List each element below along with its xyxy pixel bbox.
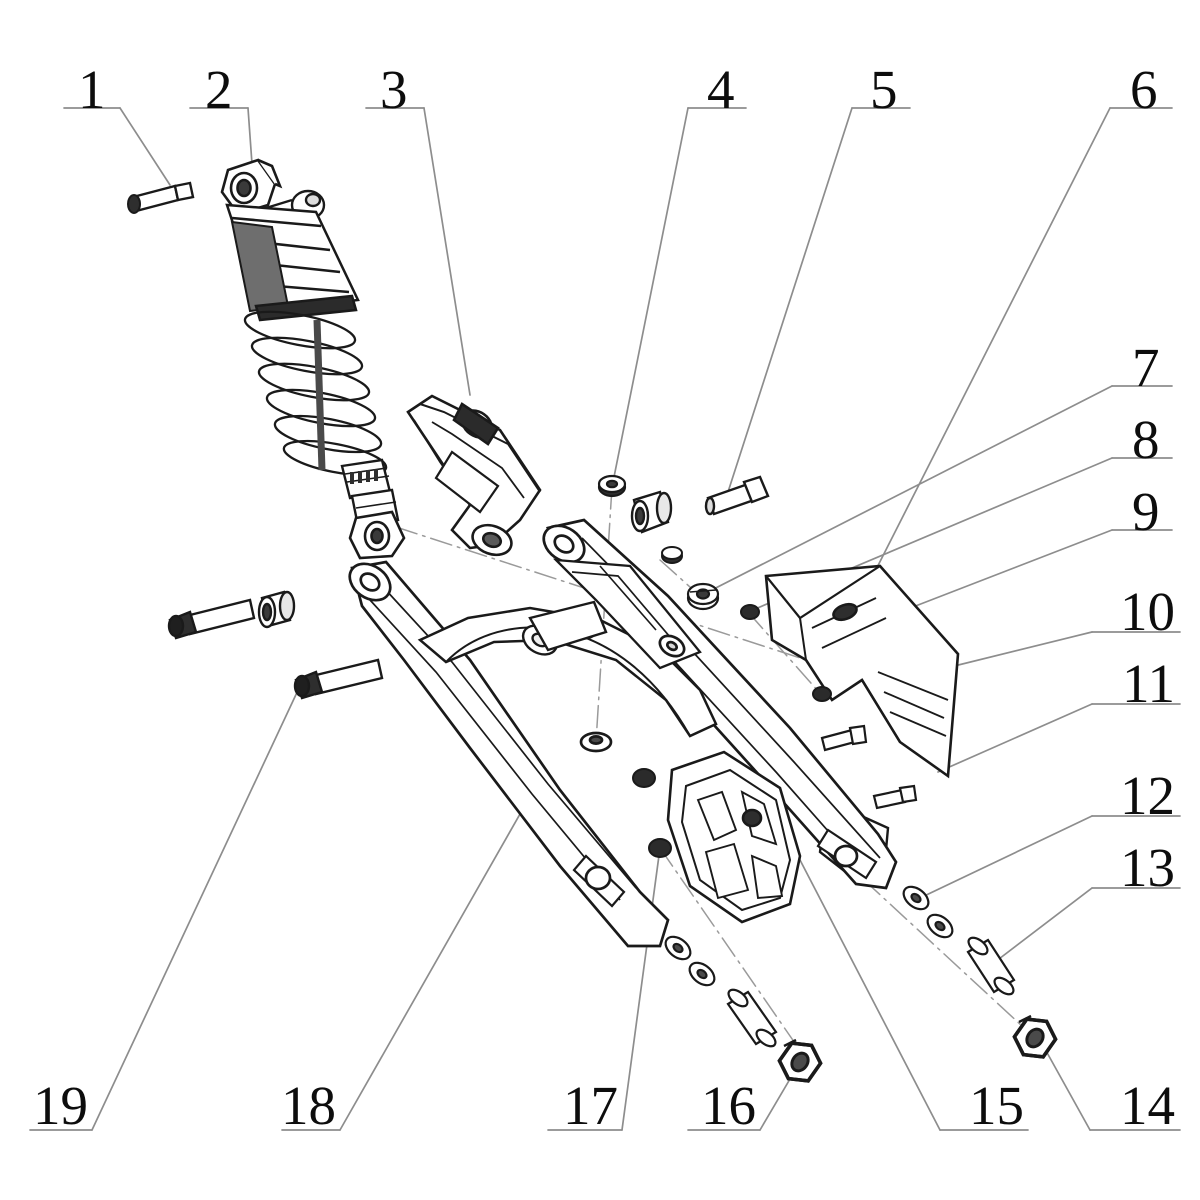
leader-3	[423, 107, 471, 396]
callout-label-5: 5	[870, 59, 898, 120]
part-axle-washer-left-1	[664, 935, 692, 961]
callout-label-10: 10	[1120, 581, 1175, 642]
leader-5	[727, 107, 853, 493]
part-swingarm-main-body	[348, 518, 898, 948]
part-shock-absorber	[220, 158, 406, 560]
part-pivot-bolt-left-lower	[293, 658, 384, 700]
callout-label-6: 6	[1130, 59, 1158, 120]
part-chain-adjuster-block	[666, 750, 802, 924]
callout-label-12: 12	[1120, 765, 1175, 826]
part-axle-spacer-sleeve-right	[966, 936, 1016, 996]
leader-7	[699, 385, 1113, 597]
leader-13	[994, 887, 1093, 963]
leader-9	[899, 529, 1113, 613]
leader-14	[1039, 1039, 1091, 1131]
callout-label-1: 1	[78, 59, 106, 120]
part-castle-nut-left	[772, 1033, 828, 1091]
callout-label-9: 9	[1132, 481, 1160, 542]
part-socket-head-cap-bolt-upper-shock	[127, 181, 195, 214]
callout-label-3: 3	[380, 59, 408, 120]
leader-12	[919, 815, 1093, 899]
callout-label-13: 13	[1120, 837, 1175, 898]
part-guard-mount-bolt-upper	[820, 724, 868, 752]
callout-label-19: 19	[33, 1075, 88, 1136]
leader-6	[857, 107, 1111, 606]
part-axle-washer-right-2	[926, 913, 954, 939]
leader-15	[799, 859, 941, 1131]
callout-label-15: 15	[969, 1075, 1024, 1136]
part-suspension-rocker-link	[406, 394, 542, 557]
callout-label-17: 17	[563, 1075, 618, 1136]
callout-label-14: 14	[1120, 1075, 1175, 1136]
hardware-stack-left	[664, 935, 828, 1091]
callout-label-7: 7	[1132, 337, 1160, 398]
part-axle-pivot-stud-upper	[632, 768, 656, 788]
hardware-stack-right	[902, 885, 1063, 1067]
part-axle-pivot-stud-left	[648, 838, 672, 858]
part-guard-screw-mid	[812, 686, 832, 702]
callout-underlines	[29, 107, 1181, 1131]
leader-4	[611, 107, 689, 488]
part-castle-nut-right	[1007, 1009, 1063, 1067]
part-axle-spacer-sleeve-left	[726, 988, 778, 1048]
leader-11	[937, 703, 1093, 773]
leader-17	[621, 847, 661, 1131]
leader-1	[119, 107, 171, 186]
part-pivot-bolt-link	[704, 475, 770, 516]
callout-label-4: 4	[707, 59, 735, 120]
part-bushing-collar-mid	[630, 490, 673, 534]
leader-19	[91, 685, 301, 1131]
leader-18	[339, 799, 529, 1131]
callout-label-2: 2	[205, 59, 233, 120]
callout-label-8: 8	[1132, 409, 1160, 470]
part-bushing-collar-left	[257, 590, 296, 629]
part-axle-washer-right-1	[902, 885, 930, 911]
part-small-screw-upper	[661, 546, 683, 564]
part-flanged-collar-nut	[686, 582, 720, 611]
part-small-screw-lower	[740, 604, 760, 620]
part-flange-nut-upper	[597, 474, 627, 498]
callout-label-16: 16	[701, 1075, 756, 1136]
callout-label-11: 11	[1122, 653, 1175, 714]
part-guard-mount-bolt-lower	[872, 784, 918, 810]
part-pivot-bolt-left-upper	[167, 598, 256, 640]
callout-label-18: 18	[281, 1075, 336, 1136]
part-axle-washer-left-2	[688, 961, 716, 987]
